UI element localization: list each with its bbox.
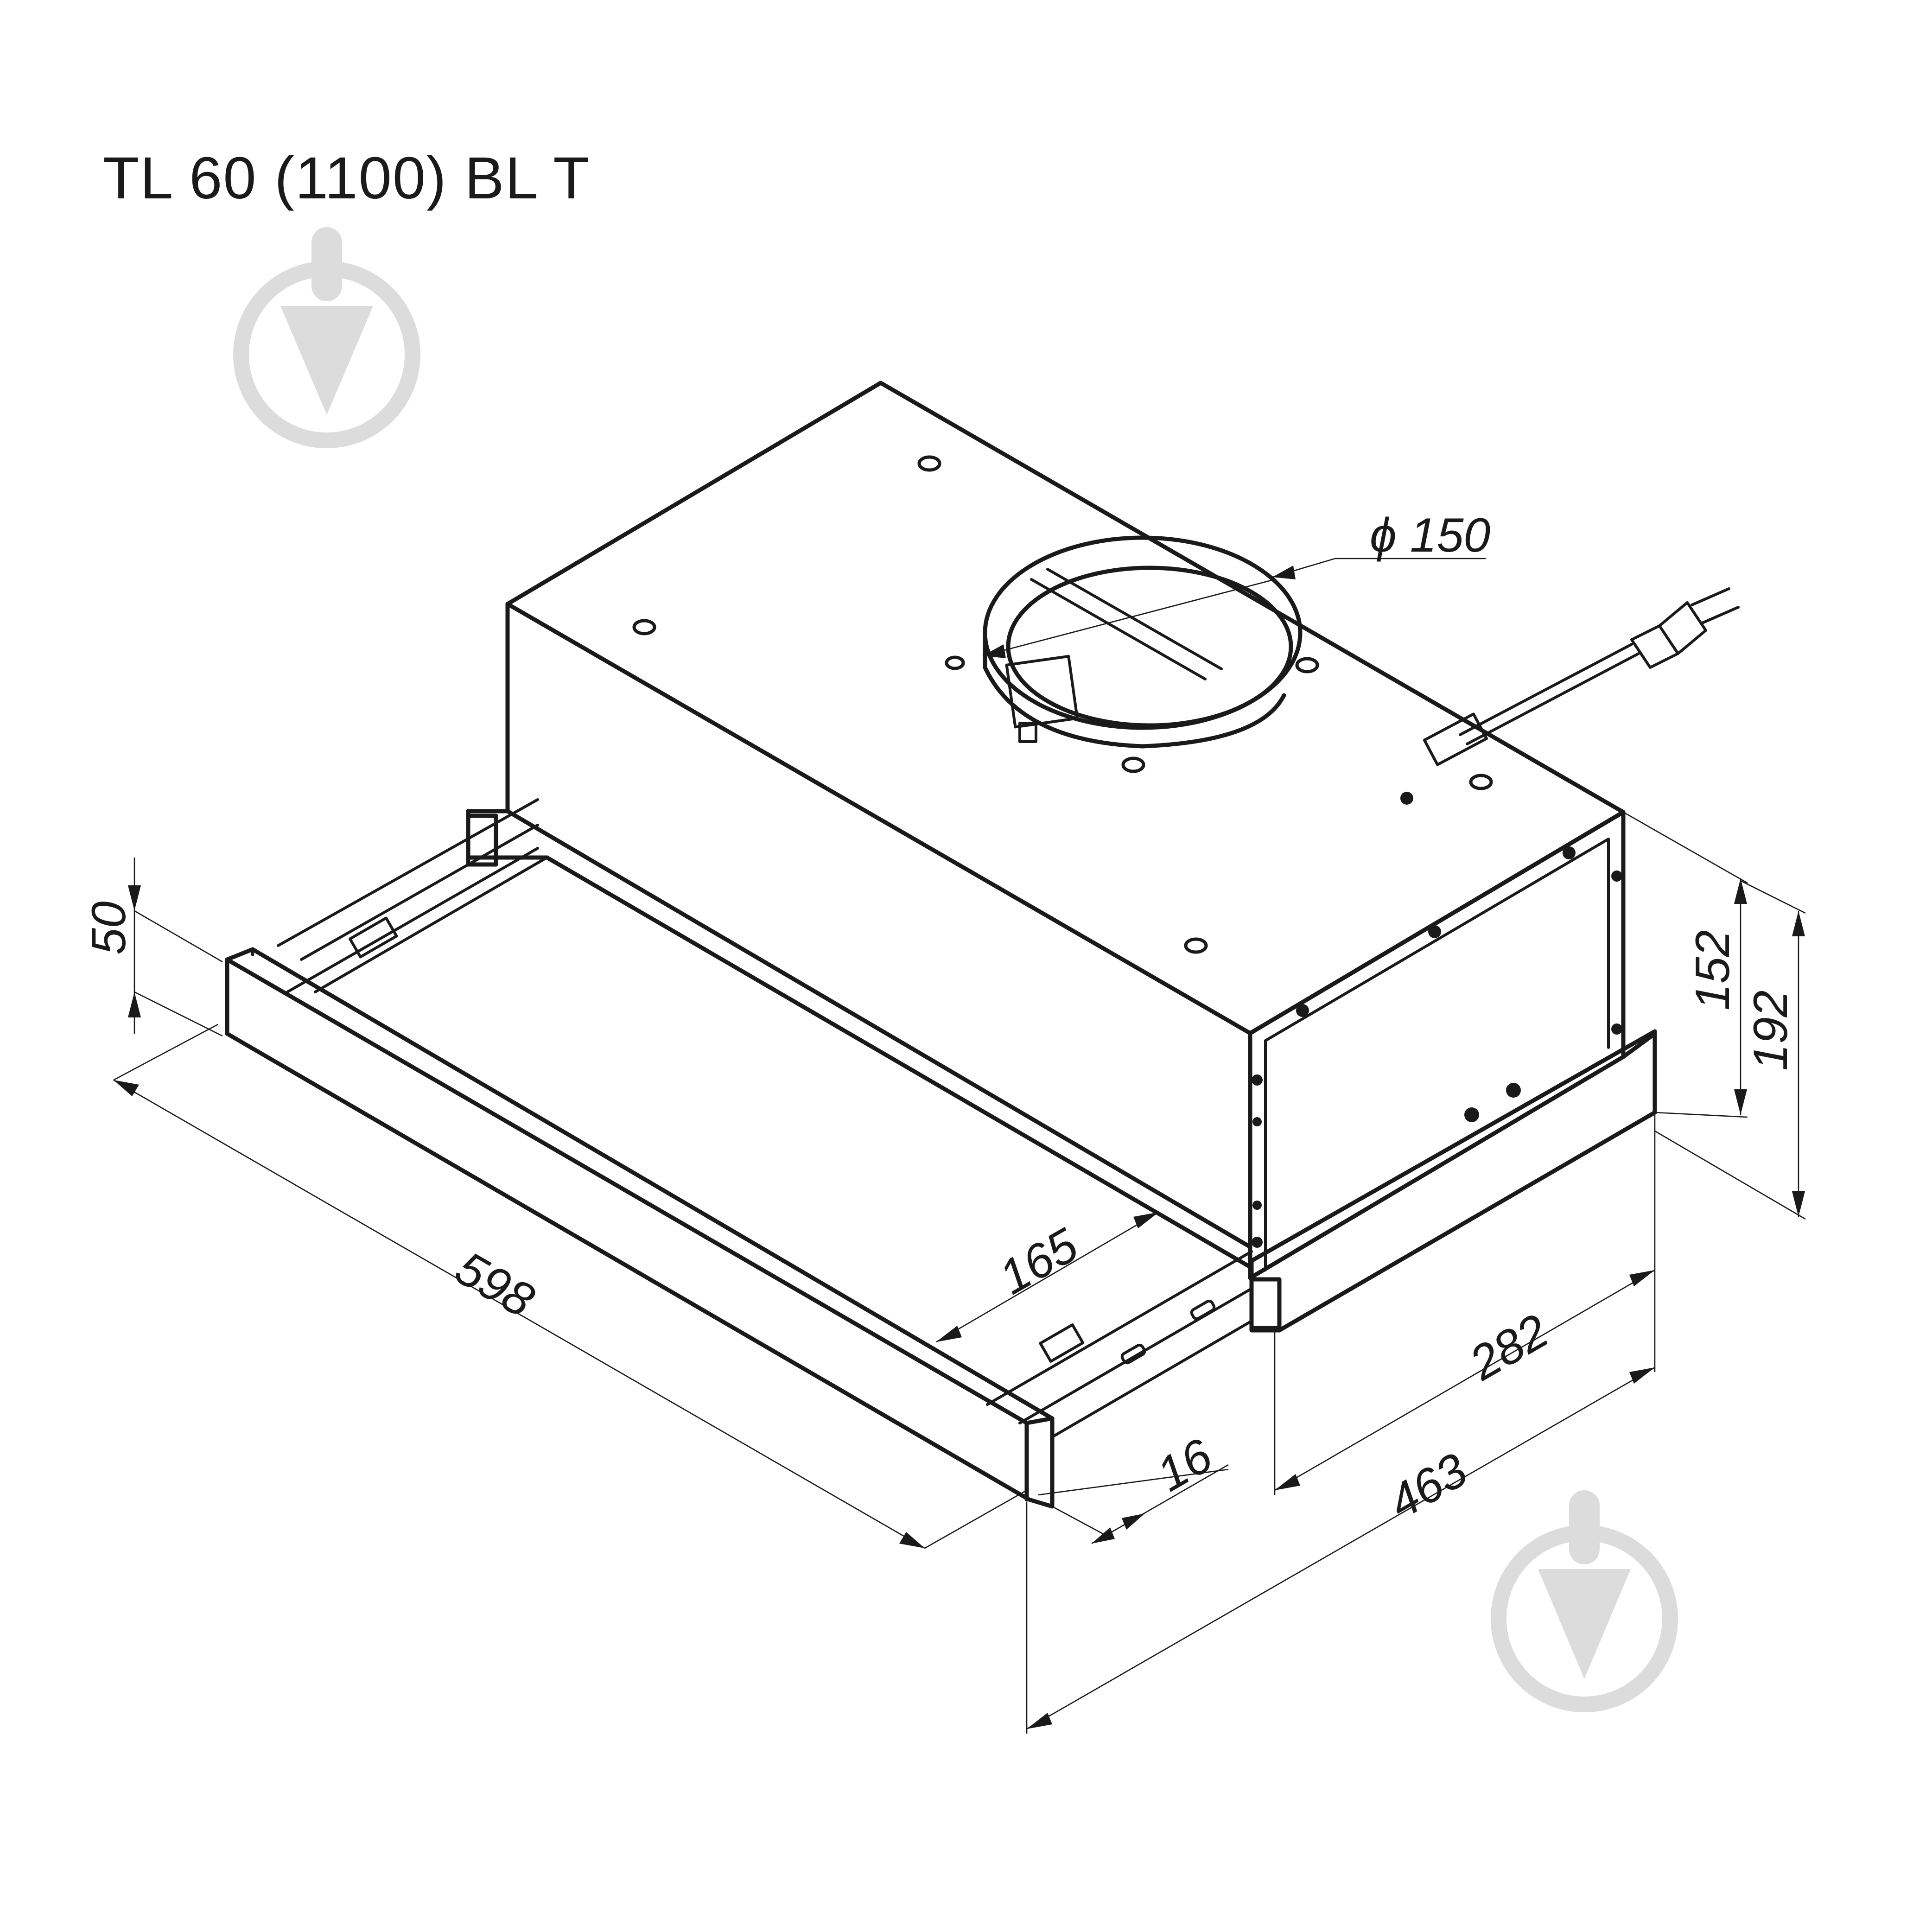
dim-body-depth: 282 xyxy=(1460,1304,1557,1391)
dimension-lines: ϕ 150 598 50 165 16 282 xyxy=(82,508,1806,1734)
dim-width: 598 xyxy=(446,1241,543,1328)
watermark-logo-icon xyxy=(1491,1490,1678,1712)
dim-panel-thickness: 16 xyxy=(1148,1429,1221,1502)
dim-panel-height: 50 xyxy=(82,901,136,955)
dim-duct-diameter: ϕ 150 xyxy=(1370,508,1490,562)
dim-slide-extension: 165 xyxy=(990,1218,1087,1305)
dim-body-height: 152 xyxy=(1686,930,1740,1010)
dim-total-depth: 463 xyxy=(1379,1443,1476,1530)
dim-total-height: 192 xyxy=(1744,990,1798,1071)
duct-collar xyxy=(983,535,1303,749)
sliding-drawer xyxy=(225,798,1657,1509)
power-plug-icon xyxy=(1423,587,1740,766)
model-title: TL 60 (1100) BL T xyxy=(103,145,590,211)
watermark-logo-icon xyxy=(233,227,420,448)
